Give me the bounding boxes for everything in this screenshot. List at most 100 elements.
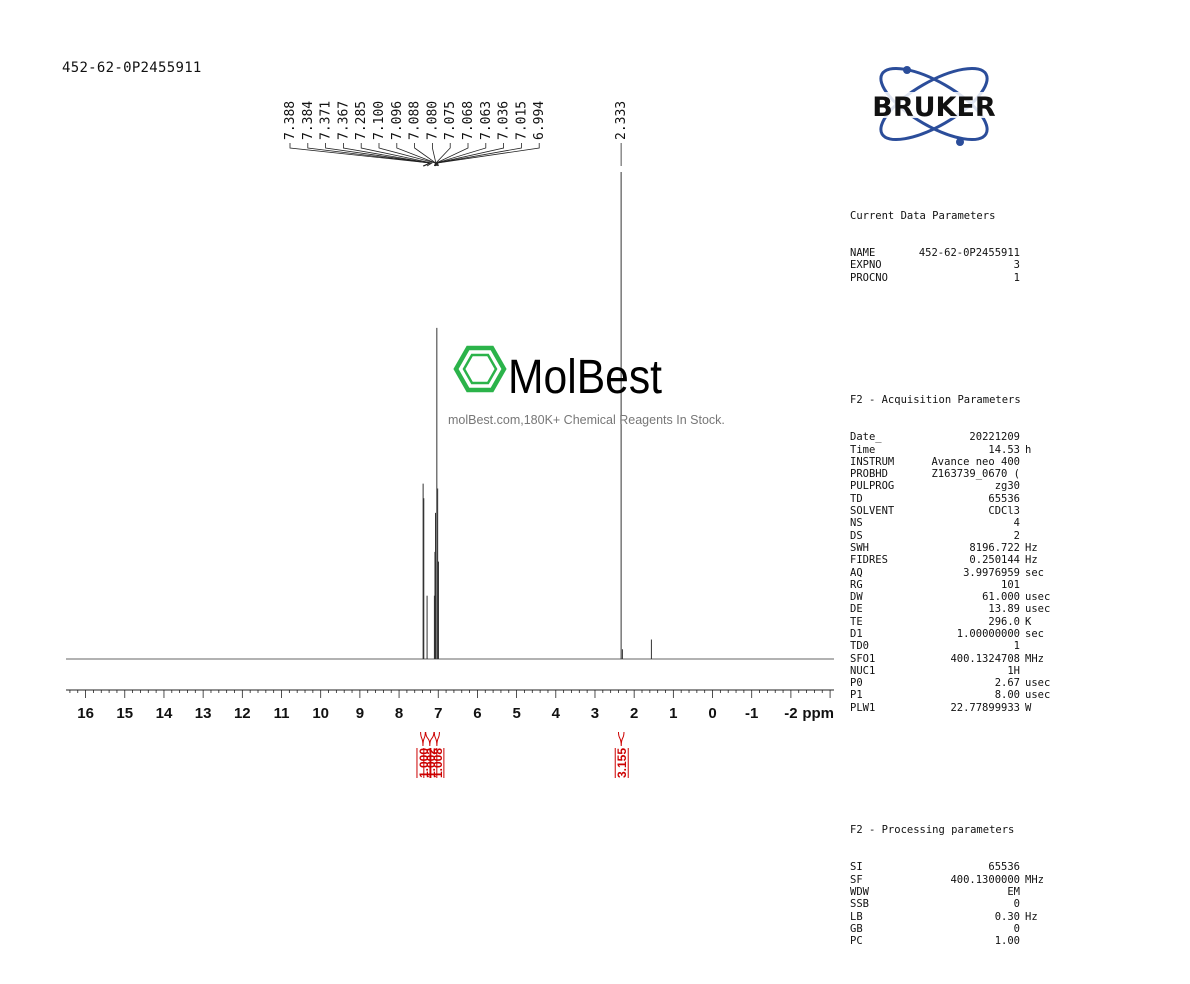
peak-label: 7.367 <box>336 101 351 140</box>
peak-label-leader <box>437 143 540 167</box>
param-key: FIDRES <box>850 554 888 567</box>
param-key: NUC1 <box>850 664 876 677</box>
param-key: NAME <box>850 247 876 260</box>
acquisition-parameters-title: F2 - Acquisition Parameters <box>850 394 1021 407</box>
param-key: TE <box>850 615 863 628</box>
param-unit: usec <box>1025 689 1051 702</box>
param-unit: K <box>1025 615 1032 628</box>
watermark-tagline: molBest.com,180K+ Chemical Reagents In S… <box>448 413 725 427</box>
param-key: TD <box>850 492 863 505</box>
molbest-brand: MolBest <box>508 351 662 404</box>
peak-label: 7.285 <box>354 101 369 140</box>
peak-label: 7.388 <box>283 101 298 140</box>
param-unit: usec <box>1025 677 1051 690</box>
param-value: 1 <box>1013 271 1020 284</box>
param-unit: usec <box>1025 591 1051 604</box>
param-unit: Hz <box>1025 541 1038 554</box>
peak-label: 6.994 <box>532 101 547 140</box>
peak-label-leader <box>436 143 522 167</box>
param-key: GB <box>850 922 863 935</box>
param-value: 65536 <box>988 492 1020 505</box>
axis-tick-label: 15 <box>116 705 133 722</box>
axis-tick-label: 7 <box>434 705 442 722</box>
param-key: PLW1 <box>850 701 876 714</box>
param-value: 0 <box>1013 898 1020 911</box>
axis-tick-label: 9 <box>356 705 364 722</box>
axis-tick-label: 10 <box>312 705 329 722</box>
param-value: 20221209 <box>969 431 1020 444</box>
param-key: AQ <box>850 566 863 579</box>
param-row-procno: PROCNO 1 <box>850 272 1050 284</box>
axis-tick-label: 2 <box>630 705 638 722</box>
param-value: 1 <box>1013 640 1020 653</box>
param-row-probhd: PROBHD Z163739_0670 ( <box>850 468 1050 480</box>
param-value: 296.0 <box>988 615 1020 628</box>
param-value: 1H <box>1007 664 1020 677</box>
param-value: EM <box>1007 885 1020 898</box>
peak-label: 7.036 <box>497 101 512 140</box>
molbest-watermark: MolBest <box>448 340 748 440</box>
param-value: 65536 <box>988 861 1020 874</box>
axis-tick-label: 0 <box>708 705 716 722</box>
peak-label: 7.075 <box>443 101 458 140</box>
peak-label-leader <box>436 143 505 167</box>
peak-label: 7.100 <box>372 101 387 140</box>
param-row-gb: GB 0 <box>850 923 1050 935</box>
param-row-nuc1: NUC1 1H <box>850 665 1050 677</box>
param-key: LB <box>850 910 863 923</box>
param-row-td: TD 65536 <box>850 493 1050 505</box>
param-key: PROBHD <box>850 468 888 481</box>
param-unit: Hz <box>1025 910 1038 923</box>
param-row-ssb: SSB 0 <box>850 898 1050 910</box>
param-unit: sec <box>1025 566 1044 579</box>
param-key: Time <box>850 443 876 456</box>
param-value: 0.30 <box>994 910 1020 923</box>
axis-tick-label: 16 <box>77 705 94 722</box>
param-row-instrum: INSTRUM Avance neo 400 <box>850 456 1050 468</box>
param-row-date: Date_20221209 <box>850 431 1050 443</box>
param-key: RG <box>850 578 863 591</box>
integral-bracket <box>425 731 435 747</box>
param-key: SFO1 <box>850 652 876 665</box>
param-key: SSB <box>850 898 869 911</box>
param-value: 14.53 <box>988 443 1020 456</box>
param-value: Avance neo 400 <box>931 455 1020 468</box>
param-key: D1 <box>850 627 863 640</box>
axis-tick-label: 11 <box>274 705 290 722</box>
param-row-te: TE 296.0 K <box>850 616 1050 628</box>
peak-label-leader <box>342 143 432 167</box>
axis-tick-label: 8 <box>395 705 403 722</box>
spectrum-trace-group <box>66 172 834 660</box>
param-key: SF <box>850 873 863 886</box>
param-value: 400.1300000 <box>950 873 1020 886</box>
param-value: 2 <box>1013 529 1020 542</box>
peak-label: 7.063 <box>479 101 494 140</box>
peak-label: 7.096 <box>390 101 405 140</box>
param-value: 0 <box>1013 922 1020 935</box>
param-key: INSTRUM <box>850 455 895 468</box>
param-key: SWH <box>850 541 869 554</box>
param-key: P0 <box>850 677 863 690</box>
param-key: DW <box>850 591 863 604</box>
integral-bracket <box>617 731 625 747</box>
axis-tick-label: 4 <box>552 705 561 722</box>
param-key: PROCNO <box>850 271 888 284</box>
axis-tick-label: 5 <box>512 705 520 722</box>
param-value: 8196.722 <box>969 541 1020 554</box>
param-value: Z163739_0670 ( <box>931 468 1020 481</box>
